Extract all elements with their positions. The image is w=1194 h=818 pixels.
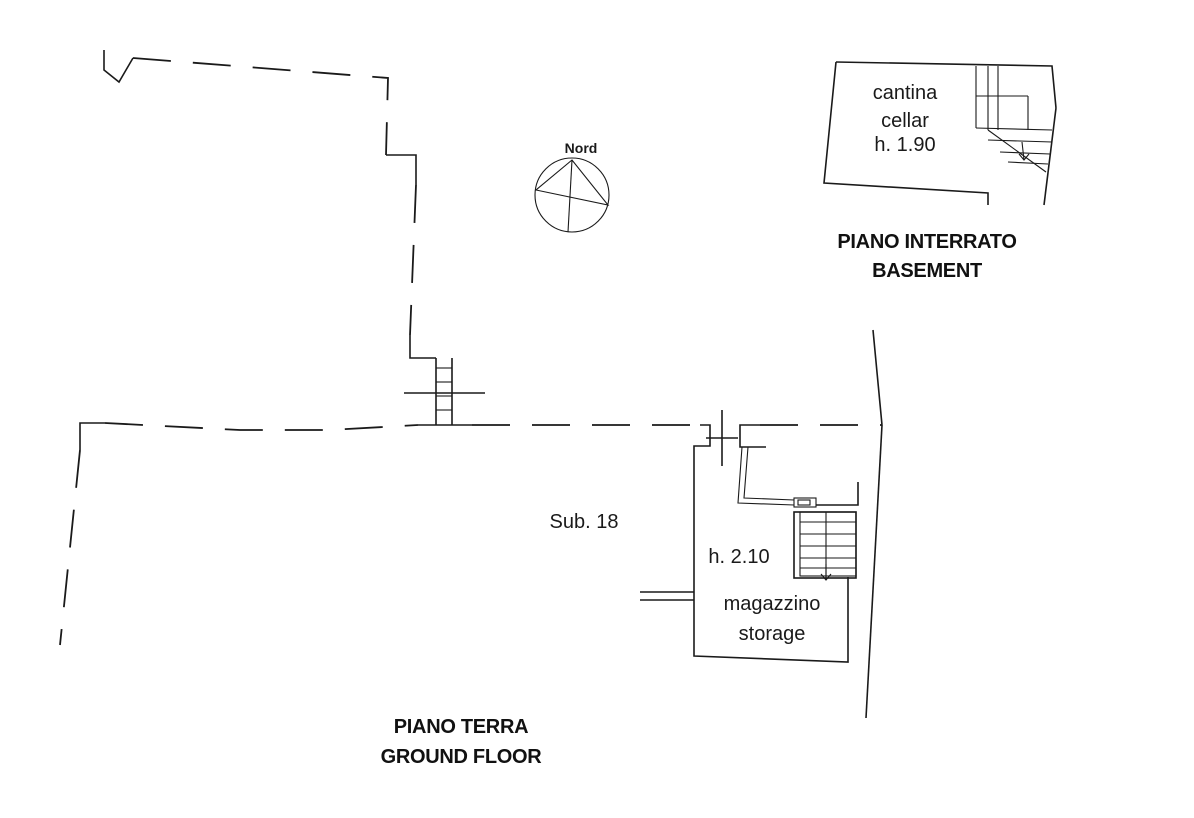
ground-floor-title-it: PIANO TERRA — [394, 716, 528, 738]
storage-building — [640, 410, 859, 663]
cellar-name-it: cantina — [873, 82, 938, 104]
storage-stair — [793, 511, 857, 581]
compass-label: Nord — [565, 140, 598, 156]
basement-title-it: PIANO INTERRATO — [837, 231, 1016, 253]
basement-title-en: BASEMENT — [872, 260, 982, 282]
storage-height: h. 2.10 — [708, 546, 769, 568]
basement-cellar — [823, 61, 1057, 206]
storage-name-it: magazzino — [724, 593, 821, 615]
passage-stair — [404, 358, 485, 426]
unit-label: Sub. 18 — [550, 511, 619, 533]
ground-floor-title-en: GROUND FLOOR — [381, 746, 543, 768]
compass-icon — [534, 157, 610, 233]
storage-name-en: storage — [739, 623, 806, 645]
cellar-height: h. 1.90 — [874, 134, 935, 156]
upper-plot-boundary — [103, 50, 436, 359]
cellar-name-en: cellar — [881, 110, 929, 132]
ground-floor-boundary — [59, 329, 883, 719]
